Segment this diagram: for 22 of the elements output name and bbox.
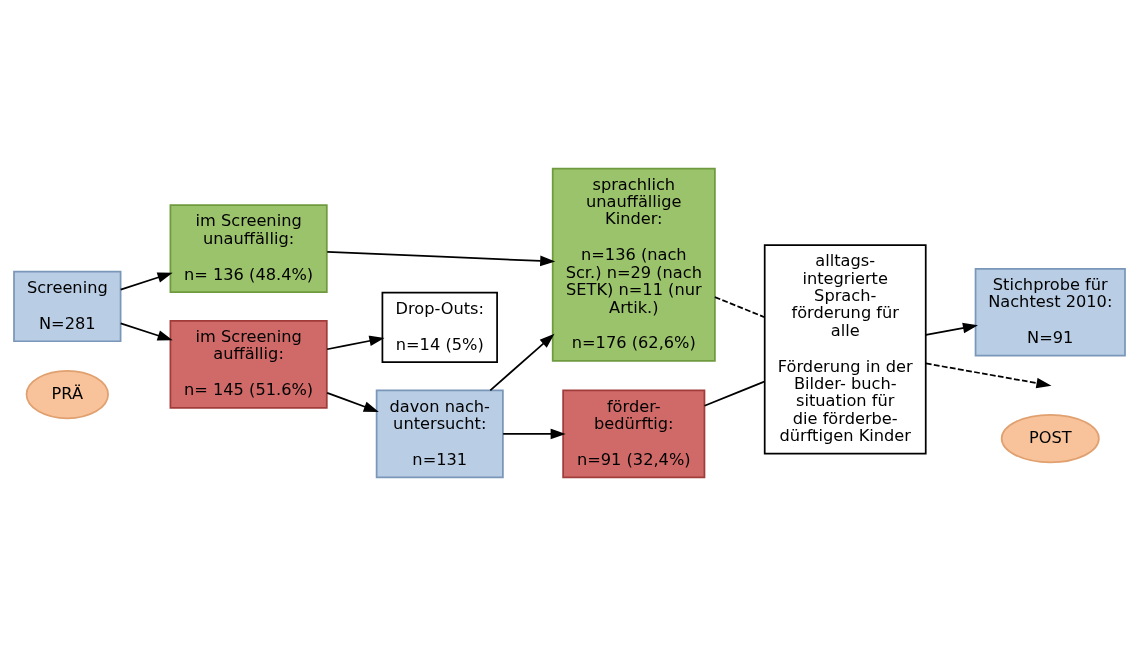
node-box: Drop-Outs: n=14 (5%) xyxy=(381,291,498,363)
node-box: förder- bedürftig: n=91 (32,4%) xyxy=(562,389,706,478)
connector xyxy=(714,295,766,318)
node-box: davon nach- untersucht: n=131 xyxy=(375,389,504,478)
node-box: im Screening unauffällig: n= 136 (48.4%) xyxy=(169,203,328,293)
connector xyxy=(703,380,766,407)
node-box: im Screening auffällig: n= 145 (51.6%) xyxy=(169,319,328,409)
arrow xyxy=(925,362,1052,388)
node-box: Screening N=281 xyxy=(13,270,122,342)
arrow xyxy=(326,391,379,412)
node-box: Stichprobe für Nachtest 2010: N=91 xyxy=(974,267,1126,357)
node-ellipse: PRÄ xyxy=(25,369,109,419)
node-box: sprachlich unauffällige Kinder: n=136 (nach Scr.) n=29 (nach SETK) n=11 (nur Artik.) n=176 (62,6%) xyxy=(551,167,716,362)
node-ellipse: POST xyxy=(1000,413,1100,463)
arrow xyxy=(326,250,556,266)
node-box: alltags- integrierte Sprach- förderung für alle Förderung in der Bilder- buch- situation für die förderbe- dürftigen Kinder xyxy=(763,243,927,454)
arrow xyxy=(119,271,173,290)
arrow xyxy=(119,322,173,341)
arrow xyxy=(326,335,385,350)
arrow xyxy=(489,333,555,391)
arrow xyxy=(925,322,978,336)
arrow xyxy=(502,428,566,439)
